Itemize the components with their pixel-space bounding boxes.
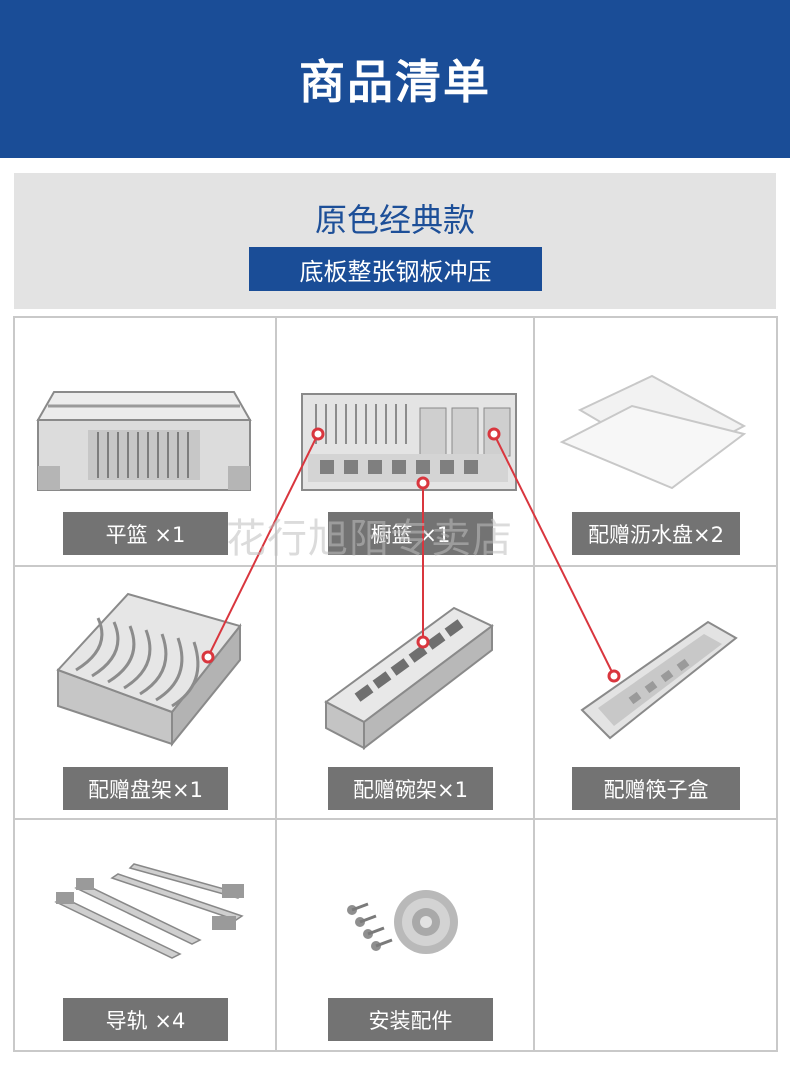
grid-divider xyxy=(13,818,778,820)
product-grid xyxy=(13,316,778,1052)
flat-basket-image xyxy=(36,391,252,491)
slide-rails-image xyxy=(54,863,244,959)
chopstick-box-image xyxy=(580,620,738,740)
grid-divider xyxy=(13,565,778,567)
item-label-slide-rails: 导轨 ×4 xyxy=(63,998,228,1041)
feature-band: 底板整张钢板冲压 xyxy=(249,247,542,291)
item-label-chopstick-box: 配赠筷子盒 xyxy=(572,767,740,810)
bowl-rack-image xyxy=(324,606,494,750)
subtitle-panel: 原色经典款 底板整张钢板冲压 xyxy=(14,173,776,309)
item-label-plate-rack: 配赠盘架×1 xyxy=(63,767,228,810)
cabinet-basket-image xyxy=(301,393,517,491)
item-label-bowl-rack: 配赠碗架×1 xyxy=(328,767,493,810)
grid-divider xyxy=(533,316,535,1052)
product-style-title: 原色经典款 xyxy=(314,201,475,239)
item-label-cabinet-basket: 橱篮 ×1 xyxy=(328,512,493,555)
item-label-flat-basket: 平篮 ×1 xyxy=(63,512,228,555)
install-hardware-image xyxy=(347,890,458,954)
page-title: 商品清单 xyxy=(299,55,491,109)
item-label-drain-tray: 配赠沥水盘×2 xyxy=(572,512,740,555)
grid-divider xyxy=(275,316,277,1052)
plate-rack-image xyxy=(56,592,242,747)
item-label-install-hardware: 安装配件 xyxy=(328,998,493,1041)
header-banner: 商品清单 xyxy=(0,0,790,158)
drain-tray-image xyxy=(559,374,747,490)
